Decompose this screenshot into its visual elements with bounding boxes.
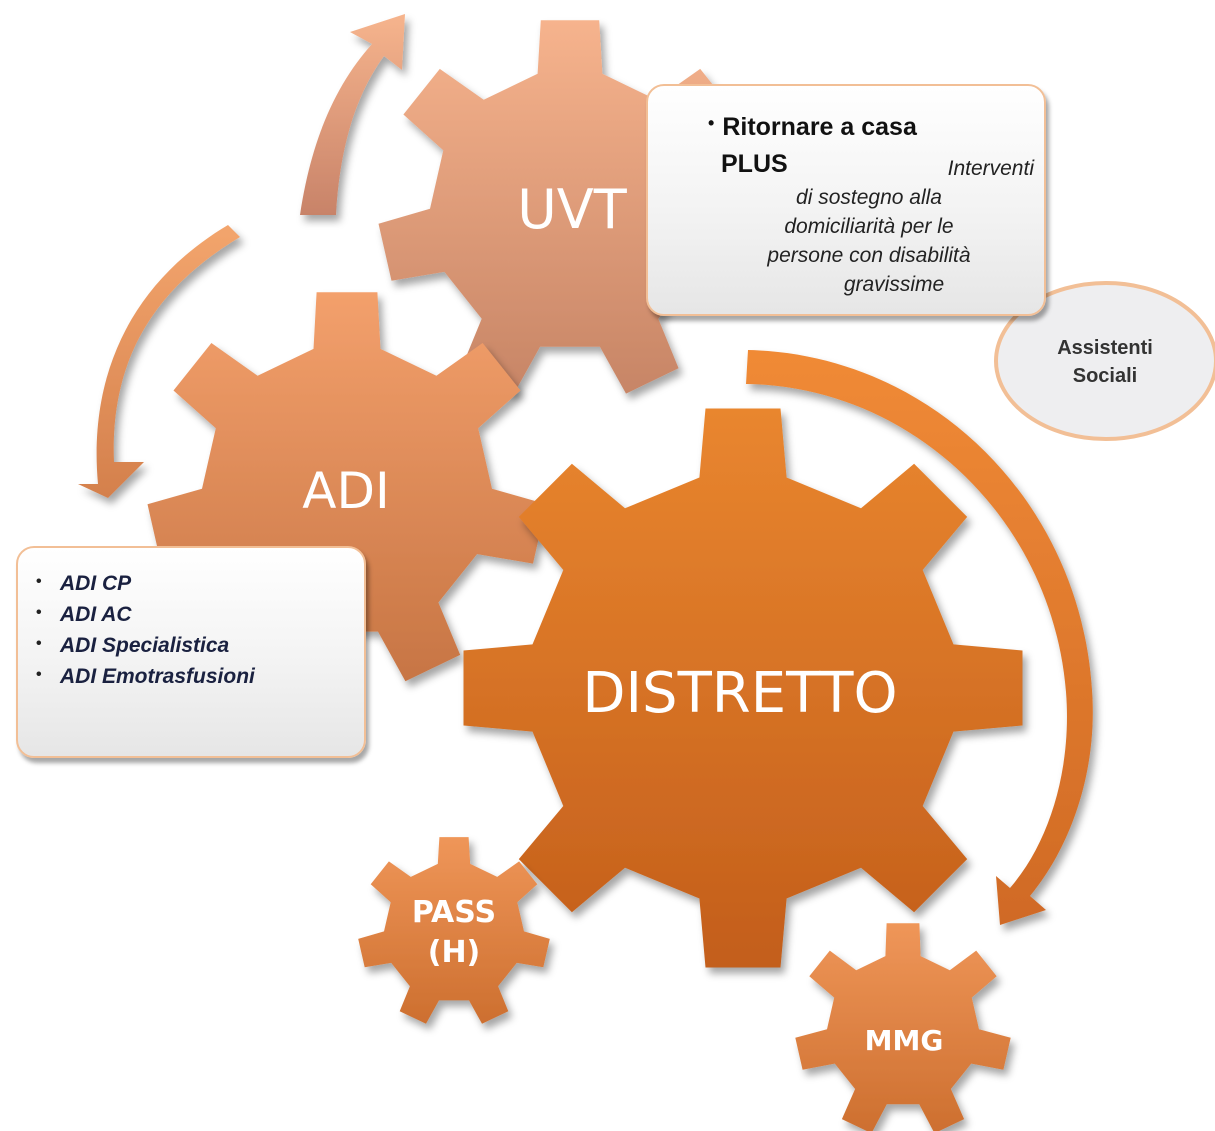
adi-services-list: • ADI CP • ADI AC • ADI Specialistica • ADI … — [36, 566, 255, 690]
assistenti-sociali-label: Assistenti Sociali — [1040, 334, 1170, 390]
distretto-label: DISTRETTO — [582, 661, 897, 726]
list-item: • ADI Emotrasfusioni — [36, 659, 255, 690]
adi-item-text: ADI CP — [60, 572, 132, 595]
list-item: • ADI CP — [36, 566, 255, 597]
description-line: di sostegno alla — [796, 186, 942, 209]
distretto-gear — [463, 408, 1023, 968]
adi-item-text: ADI AC — [60, 603, 132, 626]
assistenti-line2: Sociali — [1072, 365, 1138, 387]
plus-label: PLUS — [721, 150, 788, 178]
ritornare-heading-text: Ritornare a casa — [722, 113, 917, 141]
adi-services-box — [16, 546, 366, 758]
adi-item-text: ADI Specialistica — [60, 634, 230, 657]
pass-gear — [358, 837, 550, 1024]
bullet-icon: • — [36, 573, 42, 590]
ritornare-a-casa-heading: • Ritornare a casa — [708, 113, 917, 142]
gear-dis-shape — [463, 408, 1023, 968]
description-line: gravissime — [843, 273, 945, 296]
description-line: persone con disabilità — [767, 244, 971, 267]
bullet-icon: • — [36, 604, 42, 621]
mmg-gear — [795, 923, 1011, 1131]
ritornare-a-casa-box — [646, 84, 1046, 316]
description-line: Interventi — [947, 157, 1034, 180]
gear-mmg-shape — [795, 923, 1011, 1131]
pass-label-line1: PASS — [412, 895, 496, 930]
description-line: domiciliarità per le — [784, 215, 954, 238]
bullet-icon: • — [36, 635, 42, 652]
mmg-label: MMG — [865, 1024, 944, 1057]
assistenti-sociali-ellipse — [994, 281, 1215, 441]
arrow-adi-to-uvt — [300, 14, 405, 215]
ritornare-description: Interventi di sostegno alla domiciliarit… — [704, 154, 1034, 299]
gear-pass-shape — [358, 837, 550, 1024]
adi-label: ADI — [302, 462, 389, 520]
adi-item-text: ADI Emotrasfusioni — [60, 665, 255, 688]
arrow-distretto-to-mmg — [746, 350, 1093, 925]
list-item: • ADI Specialistica — [36, 628, 255, 659]
list-item: • ADI AC — [36, 597, 255, 628]
uvt-label: UVT — [517, 178, 627, 241]
bullet-icon: • — [36, 666, 42, 683]
pass-label-line2: (H) — [428, 935, 481, 970]
assistenti-line1: Assistenti — [1057, 337, 1153, 359]
bullet-icon: • — [708, 113, 715, 133]
